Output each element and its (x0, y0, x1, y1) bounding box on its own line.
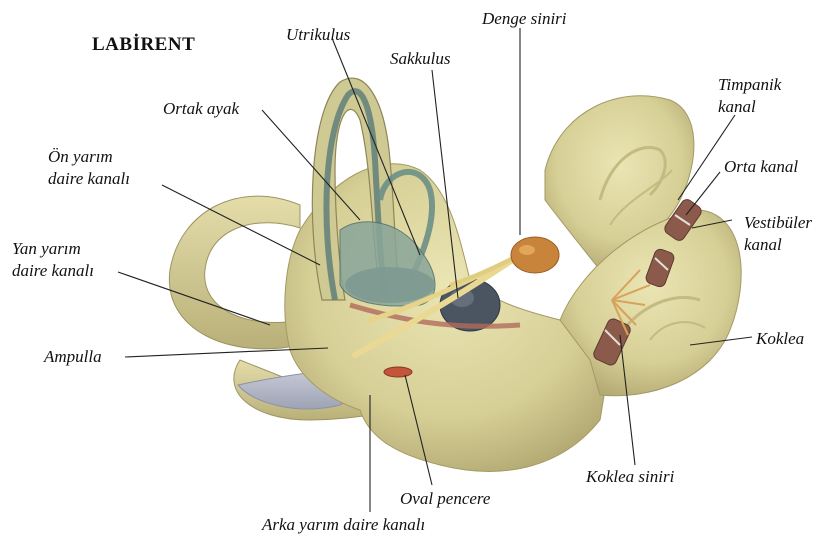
label-yan-yarim-2: daire kanalı (12, 260, 94, 281)
label-timpanik-1: Timpanik (718, 74, 781, 95)
diagram-title: LABİRENT (92, 34, 195, 56)
label-utrikulus: Utrikulus (286, 24, 350, 45)
label-vestibuler-2: kanal (744, 234, 782, 255)
label-denge-siniri: Denge siniri (482, 8, 567, 29)
label-orta-kanal: Orta kanal (724, 156, 798, 177)
label-ampulla: Ampulla (44, 346, 102, 367)
vestibular-ganglion (511, 237, 559, 273)
label-on-yarim-2: daire kanalı (48, 168, 130, 189)
label-vestibuler-1: Vestibüler (744, 212, 812, 233)
label-yan-yarim-1: Yan yarım (12, 238, 81, 259)
label-arka-yarim: Arka yarım daire kanalı (262, 514, 425, 535)
label-on-yarim-1: Ön yarım (48, 146, 113, 167)
label-timpanik-2: kanal (718, 96, 756, 117)
label-ortak-ayak: Ortak ayak (163, 98, 239, 119)
label-koklea: Koklea (756, 328, 804, 349)
oval-window (384, 367, 412, 377)
utricle-lower (345, 267, 435, 303)
label-sakkulus: Sakkulus (390, 48, 450, 69)
label-koklea-siniri: Koklea siniri (586, 466, 674, 487)
label-oval-pencere: Oval pencere (400, 488, 490, 509)
